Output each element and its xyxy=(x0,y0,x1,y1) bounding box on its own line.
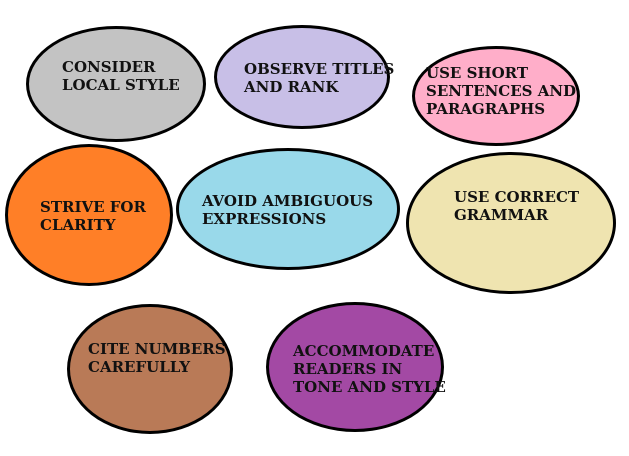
use-correct-grammar-label: USE CORRECT GRAMMAR xyxy=(454,188,580,224)
consider-local-style-label: CONSIDER LOCAL STYLE xyxy=(62,58,180,94)
observe-titles-and-rank-label: OBSERVE TITLES AND RANK xyxy=(244,60,395,96)
strive-for-clarity-bubble xyxy=(5,144,173,286)
avoid-ambiguous-expressions-bubble xyxy=(176,148,400,270)
avoid-ambiguous-expressions-label: AVOID AMBIGUOUS EXPRESSIONS xyxy=(202,192,374,228)
use-short-sentences-and-paragraphs-label: USE SHORT SENTENCES AND PARAGRAPHS xyxy=(426,64,577,118)
observe-titles-and-rank-bubble xyxy=(214,25,390,129)
consider-local-style-bubble xyxy=(26,26,206,142)
accommodate-readers-in-tone-and-style-bubble xyxy=(266,302,444,432)
cite-numbers-carefully-bubble xyxy=(67,304,233,434)
accommodate-readers-in-tone-and-style-label: ACCOMMODATE READERS IN TONE AND STYLE xyxy=(293,342,446,396)
strive-for-clarity-label: STRIVE FOR CLARITY xyxy=(40,198,146,234)
cite-numbers-carefully-label: CITE NUMBERS CAREFULLY xyxy=(88,340,226,376)
use-short-sentences-and-paragraphs-bubble xyxy=(412,46,580,146)
use-correct-grammar-bubble xyxy=(406,152,616,294)
